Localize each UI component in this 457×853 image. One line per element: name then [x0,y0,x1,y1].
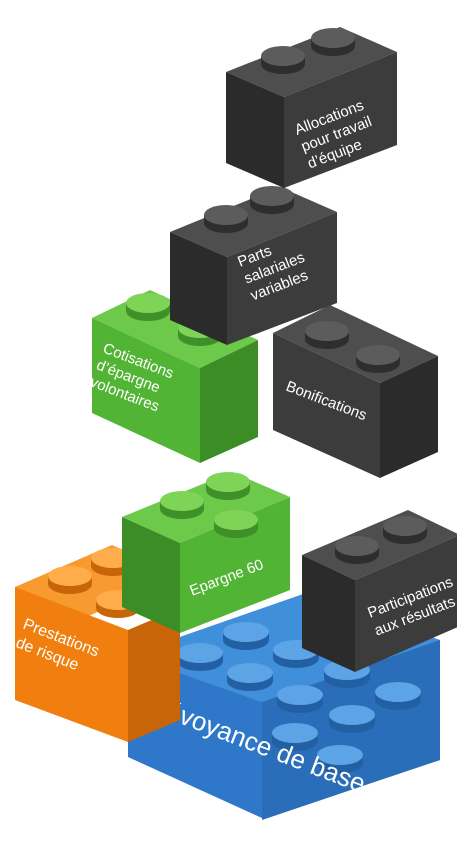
block-parts-salariales-variables: Parts salariales variables [170,186,337,345]
block-prestations-de-risque: Prestations de risque [13,545,180,742]
block-prevoyance-de-base: Prévoyance de base [128,593,440,820]
block-participations-aux-resultats: Participations aux résultats [302,510,457,672]
block-bonifications: Bonifications [273,305,438,478]
block-allocations-travail-equipe: Allocations pour travail d’équipe [226,27,397,188]
block-epargne-60: Epargne 60 [122,472,290,633]
block-cotisations-epargne-volontaires: Cotisations d’épargne volontaires [88,290,258,463]
